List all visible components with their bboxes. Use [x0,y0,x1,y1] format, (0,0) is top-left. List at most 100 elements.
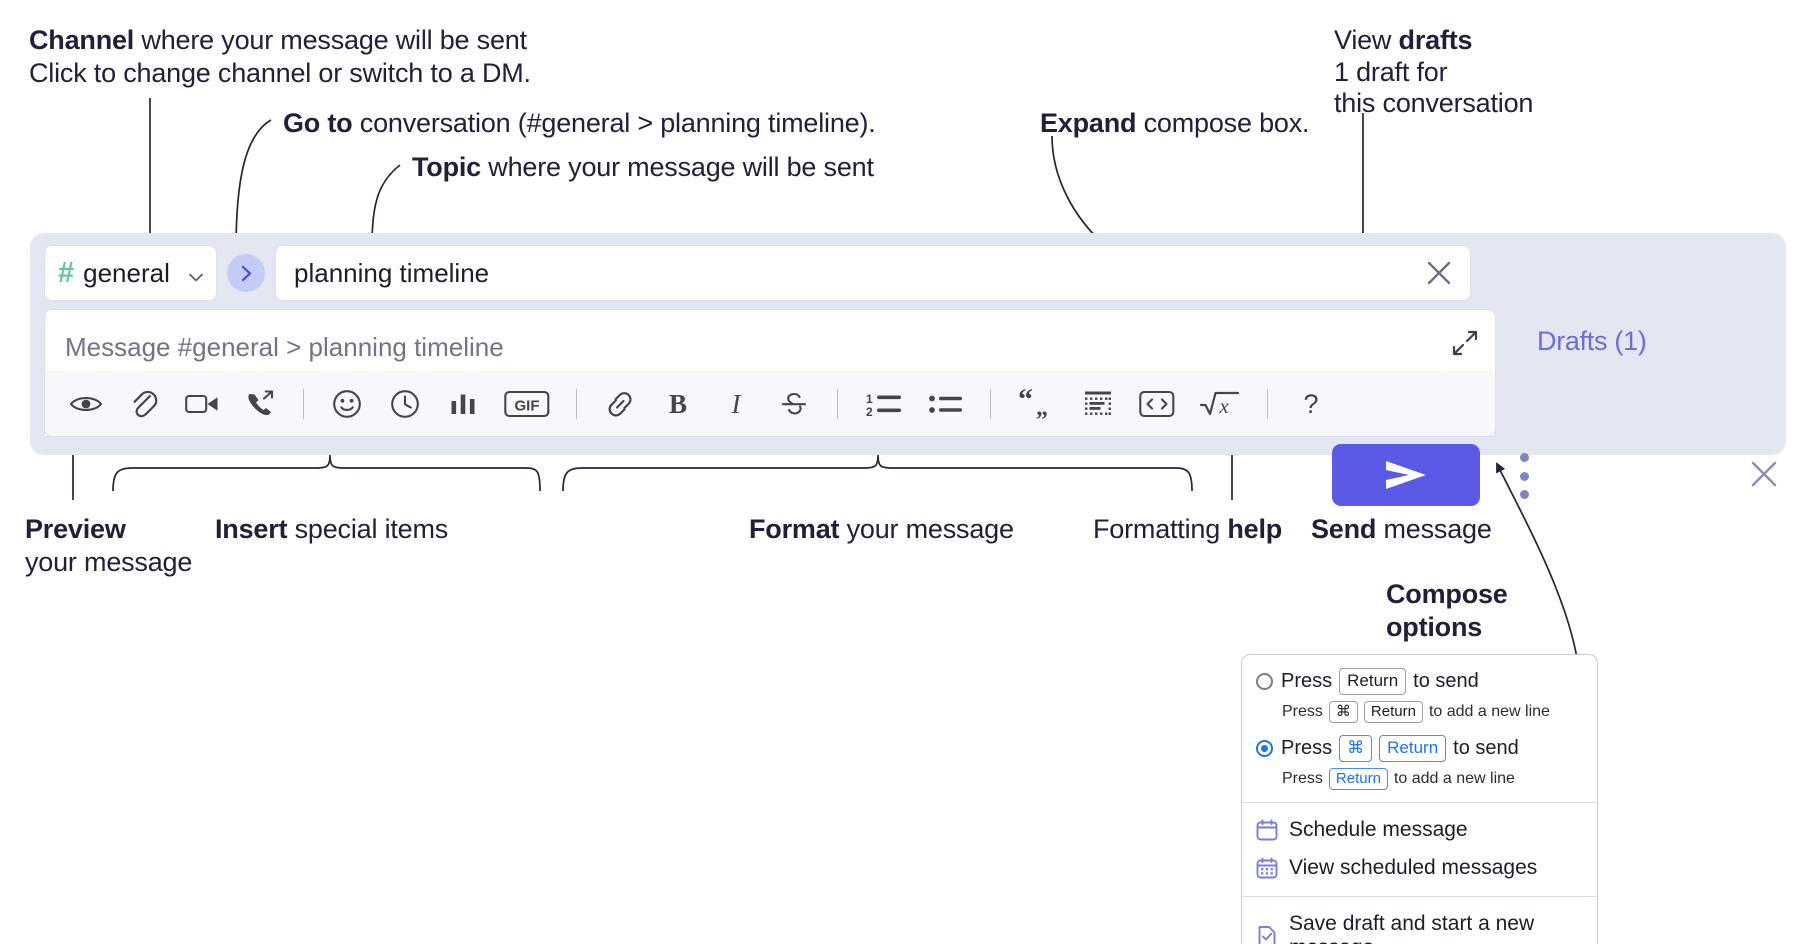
inline-code-icon[interactable] [1139,387,1175,421]
compose-panel: # general planning timeline [30,233,1786,506]
help-icon[interactable]: ? [1294,387,1328,421]
radio-unselected[interactable] [1256,672,1273,690]
topic-input[interactable]: planning timeline [275,245,1471,301]
svg-text:x: x [1218,394,1229,418]
schedule-section: Schedule message View scheduled messages [1242,803,1597,896]
drafts-link[interactable]: Drafts (1) [1537,326,1647,356]
strikethrough-icon[interactable] [777,387,811,421]
link-icon[interactable] [603,387,637,421]
svg-text:?: ? [1303,389,1318,419]
annotation-format-bold: Format [749,514,840,544]
compose-options-button[interactable] [1513,453,1535,499]
toolbar-divider [1267,388,1268,419]
annotation-compose-options-bold1: Compose [1386,579,1508,609]
bar-chart-icon[interactable] [446,387,480,421]
annotation-insert: Insert special items [215,511,448,548]
annotation-expand: Expand compose box. [1040,105,1310,142]
compose-header-row: # general planning timeline [44,245,1471,301]
compose-options-menu: Press Return to send Press ⌘ Return to a… [1241,654,1598,944]
annotation-format-rest: your message [839,514,1014,544]
send-button[interactable] [1332,444,1480,506]
option1-sub: Press ⌘ Return to add a new line [1282,700,1583,724]
svg-text:GIF: GIF [515,397,540,414]
annotation-compose-options-2: options [1386,609,1482,646]
menu-item-view-scheduled-messages[interactable]: View scheduled messages [1242,849,1597,887]
clock-icon[interactable] [388,387,422,421]
annotation-channel-rest: where your message will be sent [134,25,527,55]
calendar-grid-icon [1256,857,1278,879]
calendar-icon [1256,819,1278,841]
emoji-icon[interactable] [330,387,364,421]
toolbar-divider [303,388,304,419]
annotation-drafts-sub2: this conversation [1334,88,1534,118]
expand-compose-icon[interactable] [1452,330,1478,356]
key-command: ⌘ [1328,700,1358,724]
key-return: Return [1363,700,1423,724]
menu-item-save-draft[interactable]: Save draft and start a new message [1242,905,1597,944]
topic-value: planning timeline [294,257,490,288]
svg-text:„: „ [1036,395,1048,419]
key-return: Return [1328,768,1388,791]
svg-text:B: B [669,389,687,419]
annotation-drafts-bold: drafts [1398,25,1473,55]
gif-icon[interactable]: GIF [504,387,550,421]
video-camera-icon[interactable] [185,387,219,421]
option2-main: Press ⌘ Return to send [1281,735,1519,763]
option2-post: to send [1453,737,1519,760]
annotation-drafts-pre: View [1334,25,1399,55]
svg-text:I: I [731,389,743,419]
annotation-send: Send message [1311,511,1492,548]
menu-item-label: Save draft and start a new message [1289,912,1535,944]
blockquote-icon[interactable]: “ „ [1017,387,1057,421]
draft-section: Save draft and start a new message [1242,897,1597,944]
formatting-toolbar: GIF B [44,371,1496,437]
option2-pre: Press [1281,737,1333,760]
annotation-help: Formatting help [1093,511,1282,548]
annotation-goto-bold: Go to [283,108,353,138]
send-shortcut-option-1[interactable]: Press Return to send Press ⌘ Return to a… [1242,655,1597,735]
document-check-icon [1256,925,1278,944]
svg-text:2: 2 [866,405,873,419]
option1-post: to send [1413,669,1479,692]
bold-icon[interactable]: B [661,387,695,421]
annotation-format: Format your message [749,511,1014,548]
menu-item-label: Schedule message [1289,818,1468,842]
kebab-dot [1519,453,1529,462]
italic-icon[interactable]: I [719,387,753,421]
chevron-down-icon [189,269,203,281]
eye-icon[interactable] [69,387,103,421]
option2-sub: Press Return to add a new line [1282,768,1583,791]
kebab-dot [1519,471,1529,481]
ordered-list-icon[interactable]: 1 2 [864,387,904,421]
kebab-dot [1519,490,1529,499]
key-return: Return [1379,735,1447,763]
annotation-goto-rest: conversation (#general > planning timeli… [352,108,876,138]
annotation-insert-bold: Insert [215,514,288,544]
send-shortcut-option-2[interactable]: Press ⌘ Return to send Press Return to a… [1242,735,1597,802]
annotation-preview-sub: your message [25,547,193,577]
toolbar-divider [837,388,838,419]
radio-selected[interactable] [1256,740,1273,758]
menu-divider [1242,896,1597,898]
annotation-send-rest: message [1376,514,1492,544]
close-icon[interactable] [1748,458,1780,490]
math-icon[interactable]: x [1199,387,1241,421]
clear-topic-icon[interactable] [1424,258,1454,288]
annotation-channel: Channel where your message will be sent [29,22,527,59]
annotation-drafts: View drafts [1334,22,1473,59]
annotation-topic: Topic where your message will be sent [412,149,874,186]
phone-forward-icon[interactable] [243,387,277,421]
option2-sub-pre: Press [1282,770,1323,788]
menu-item-schedule-message[interactable]: Schedule message [1242,811,1597,849]
bulleted-list-icon[interactable] [928,387,964,421]
compose-inner: # general planning timeline [44,245,1524,443]
annotation-goto: Go to conversation (#general > planning … [283,105,876,142]
annotation-preview-bold: Preview [25,514,126,544]
paperclip-icon[interactable] [127,387,161,421]
option1-main: Press Return to send [1281,668,1479,695]
channel-selector[interactable]: # general [44,245,217,301]
annotation-preview: Preview [25,511,126,548]
go-to-conversation-button[interactable] [227,254,265,292]
code-block-icon[interactable] [1081,387,1115,421]
key-return: Return [1339,668,1407,695]
